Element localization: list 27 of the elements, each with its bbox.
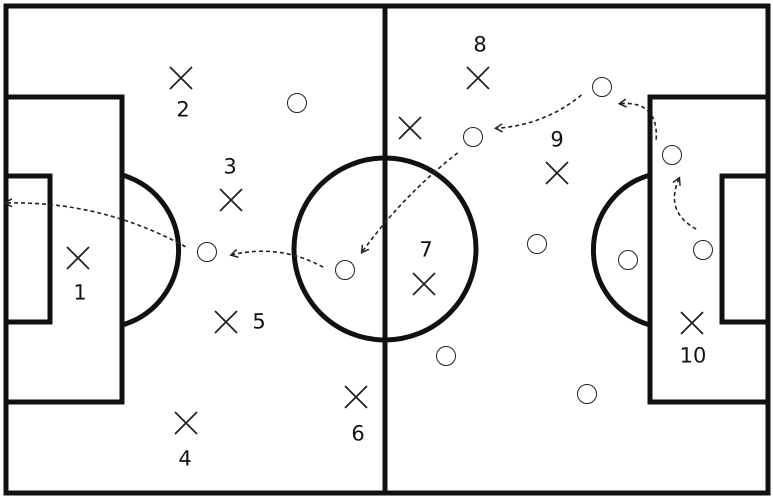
pass-arrow xyxy=(494,94,582,132)
player-circle xyxy=(618,250,638,270)
player-circle xyxy=(197,242,217,262)
player-number: 7 xyxy=(419,240,433,260)
player-number: 5 xyxy=(252,312,266,332)
player-number: 6 xyxy=(351,424,365,444)
pass-arrow xyxy=(360,152,458,254)
player-circle xyxy=(335,260,355,280)
player-number: 10 xyxy=(680,346,706,366)
player-number: 2 xyxy=(176,100,190,120)
player-number: 3 xyxy=(223,156,237,178)
player-number: 9 xyxy=(550,130,564,150)
player-number: 8 xyxy=(473,34,487,56)
player-circle xyxy=(693,240,713,260)
player-number: 4 xyxy=(178,448,192,470)
player-circle xyxy=(577,384,597,404)
pass-arrow xyxy=(672,177,697,230)
pass-arrow xyxy=(230,248,324,268)
player-circle xyxy=(436,346,456,366)
player-circle xyxy=(527,234,547,254)
player-number: 1 xyxy=(73,282,87,304)
player-circle xyxy=(463,127,483,147)
player-circle xyxy=(592,77,612,97)
pass-arrow xyxy=(4,198,186,248)
player-circle xyxy=(287,93,307,113)
player-circle xyxy=(662,145,682,165)
pass-arrow xyxy=(618,98,658,140)
